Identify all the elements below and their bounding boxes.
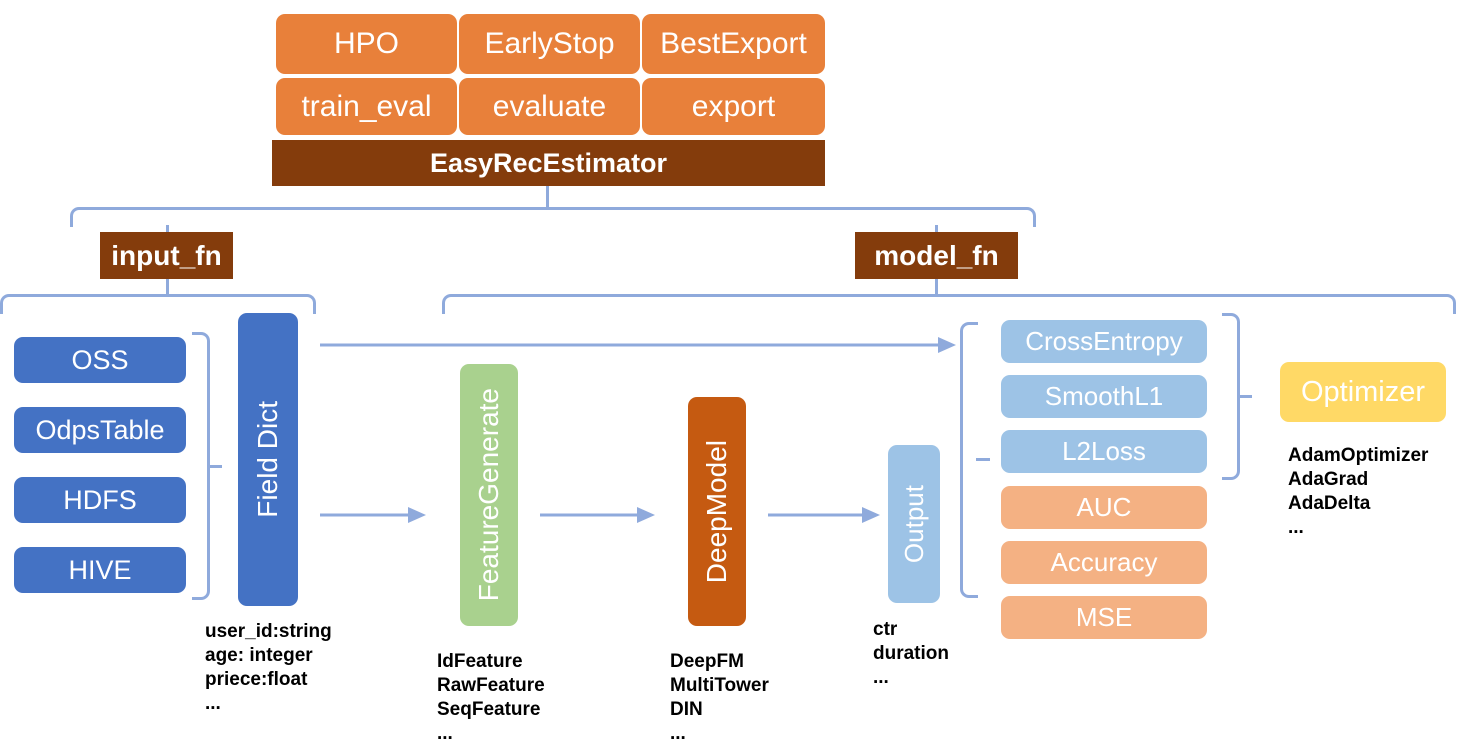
feature-generate-box[interactable]: FeatureGenerate	[460, 364, 518, 626]
output-box[interactable]: Output	[888, 445, 940, 603]
data-source-odpstable[interactable]: OdpsTable	[14, 407, 186, 453]
data-source-hive-label: HIVE	[68, 554, 132, 585]
estimator-box-export-label: export	[691, 89, 776, 123]
data-source-hdfs-label: HDFS	[63, 484, 137, 515]
data-source-oss-label: OSS	[71, 344, 129, 375]
loss-box-l2loss-label: L2Loss	[1062, 436, 1146, 466]
estimator-box-evaluate-label: evaluate	[492, 89, 607, 123]
estimator-split-brace	[70, 207, 1036, 227]
loss-box-smoothl1-label: SmoothL1	[1044, 381, 1164, 411]
model-fn-box[interactable]: model_fn	[855, 232, 1018, 279]
metric-box-auc-label: AUC	[1076, 492, 1132, 522]
easyrec-estimator-bar[interactable]: EasyRecEstimator	[272, 140, 825, 186]
model-fn-down-stem	[935, 279, 938, 295]
estimator-box-hpo[interactable]: HPO	[276, 14, 457, 74]
estimator-box-hpo-label: HPO	[333, 27, 399, 60]
estimator-box-bestexport-label: BestExport	[660, 27, 807, 60]
data-sources-brace-tip	[208, 465, 222, 468]
estimator-box-export[interactable]: export	[642, 78, 825, 135]
losses-brace-tip	[1238, 395, 1252, 398]
input-fn-box[interactable]: input_fn	[100, 232, 233, 279]
data-source-hive[interactable]: HIVE	[14, 547, 186, 593]
loss-box-l2loss[interactable]: L2Loss	[1001, 430, 1207, 473]
metric-box-auc[interactable]: AUC	[1001, 486, 1207, 529]
model-fn-brace	[442, 294, 1456, 314]
feature-generate-caption: IdFeature RawFeature SeqFeature ...	[437, 651, 545, 744]
metric-box-mse[interactable]: MSE	[1001, 596, 1207, 639]
optimizer-caption: AdamOptimizer AdaGrad AdaDelta ...	[1288, 445, 1429, 538]
output-group-brace	[960, 322, 978, 598]
optimizer-box[interactable]: Optimizer	[1280, 362, 1446, 422]
field-dict-caption: user_id:string age: integer priece:float…	[205, 621, 332, 714]
loss-box-crossentropy-label: CrossEntropy	[1025, 326, 1183, 356]
data-source-hdfs[interactable]: HDFS	[14, 477, 186, 523]
estimator-box-train-eval[interactable]: train_eval	[276, 78, 457, 135]
optimizer-label: Optimizer	[1300, 375, 1426, 408]
output-label: Output	[898, 484, 929, 564]
data-source-oss[interactable]: OSS	[14, 337, 186, 383]
estimator-box-earlystop[interactable]: EarlyStop	[459, 14, 640, 74]
output-brace-tip	[976, 458, 990, 461]
input-fn-brace	[0, 294, 316, 314]
loss-box-smoothl1[interactable]: SmoothL1	[1001, 375, 1207, 418]
output-caption: ctr duration ...	[873, 619, 949, 688]
metric-box-mse-label: MSE	[1075, 602, 1133, 632]
deep-model-caption: DeepFM MultiTower DIN ...	[670, 651, 769, 744]
model-fn-label: model_fn	[874, 239, 999, 271]
input-fn-down-stem	[166, 279, 169, 295]
estimator-box-train-eval-label: train_eval	[301, 89, 432, 123]
estimator-stem	[546, 186, 549, 208]
estimator-box-earlystop-label: EarlyStop	[484, 27, 615, 60]
deep-model-box[interactable]: DeepModel	[688, 397, 746, 626]
metric-box-accuracy-label: Accuracy	[1050, 547, 1158, 577]
input-fn-label: input_fn	[111, 239, 222, 271]
metric-box-accuracy[interactable]: Accuracy	[1001, 541, 1207, 584]
estimator-box-bestexport[interactable]: BestExport	[642, 14, 825, 74]
estimator-box-evaluate[interactable]: evaluate	[459, 78, 640, 135]
easyrec-estimator-label: EasyRecEstimator	[429, 147, 668, 178]
data-source-odpstable-label: OdpsTable	[35, 414, 165, 445]
field-dict-box[interactable]: Field Dict	[238, 313, 298, 606]
loss-box-crossentropy[interactable]: CrossEntropy	[1001, 320, 1207, 363]
